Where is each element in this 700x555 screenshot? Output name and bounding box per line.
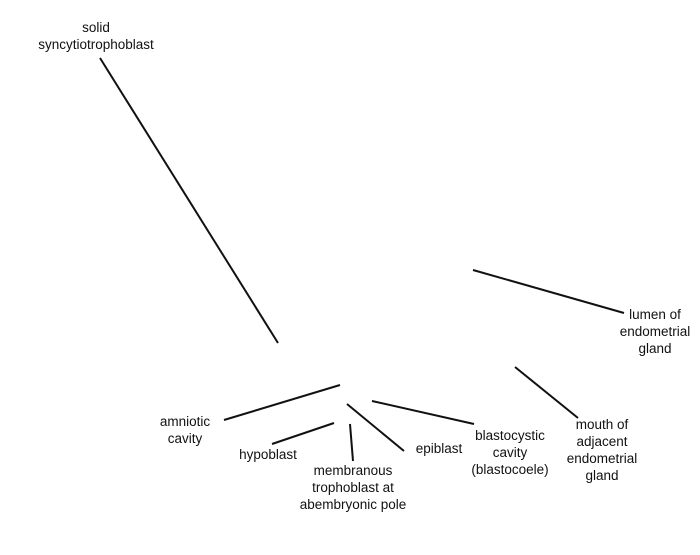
label-hypoblast: hypoblast [239,447,297,462]
label-amniotic-cavity: amniotic cavity [159,414,211,446]
leader-line-lumen-of-endometrial-gland [472,269,625,314]
leader-line-amniotic-cavity [223,384,341,421]
leader-line-epiblast [346,403,405,452]
leader-line-membranous-trophoblast [349,423,354,462]
leader-line-blastocystic-cavity [371,400,475,425]
leader-line-solid-syncytiotrophoblast [99,57,279,344]
label-blastocystic-cavity: blastocystic cavity (blastocoele) [471,428,549,477]
label-lumen-of-endometrial-gland: lumen of endometrial gland [619,307,691,356]
label-membranous-trophoblast: membranous trophoblast at abembryonic po… [299,463,407,512]
leader-line-mouth-of-adjacent-endometrial-gland [514,366,579,419]
label-mouth-of-adjacent-endometrial-gland: mouth of adjacent endometrial gland [566,417,638,483]
label-solid-syncytiotrophoblast: solid syncytiotrophoblast [38,20,154,52]
leader-line-hypoblast [271,422,335,445]
label-epiblast: epiblast [415,441,463,456]
